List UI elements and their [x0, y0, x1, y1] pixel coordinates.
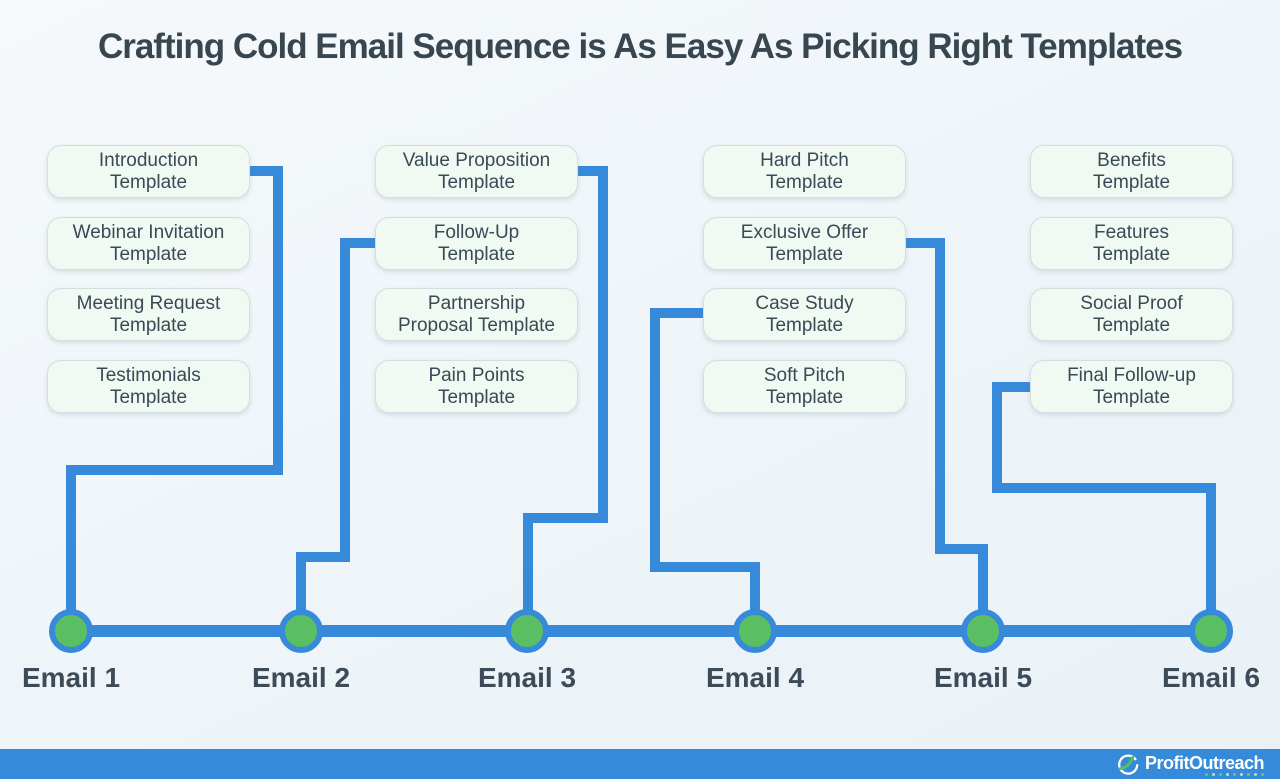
template-label: Proposal Template [397, 314, 556, 336]
template-label: Benefits [1097, 149, 1166, 171]
timeline-node-email-2 [279, 609, 323, 653]
template-box-value-proposition: Value Proposition Template [375, 145, 578, 198]
template-label: Introduction [98, 149, 199, 171]
template-label: Final Follow-up [1067, 364, 1196, 386]
template-box-webinar-invitation: Webinar Invitation Template [47, 217, 250, 270]
footer-bar: ProfitOutreach [0, 749, 1280, 779]
template-label: Template [765, 314, 844, 336]
template-label: Case Study [755, 292, 854, 314]
brand-name: ProfitOutreach [1144, 752, 1265, 773]
template-label: Exclusive Offer [740, 221, 869, 243]
timeline-label-email-1: Email 1 [21, 662, 121, 693]
template-label: Template [1092, 314, 1171, 336]
template-label: Template [765, 386, 844, 408]
timeline-node-email-3 [505, 609, 549, 653]
brand-logo: ProfitOutreach [1116, 749, 1265, 779]
template-label: Template [437, 243, 516, 265]
template-box-benefits: Benefits Template [1030, 145, 1233, 198]
timeline-label-email-2: Email 2 [251, 662, 351, 693]
template-box-partnership-proposal: Partnership Proposal Template [375, 288, 578, 341]
template-box-social-proof: Social Proof Template [1030, 288, 1233, 341]
template-label: Template [109, 314, 188, 336]
template-label: Template [437, 386, 516, 408]
template-label: Meeting Request [76, 292, 221, 314]
page-title: Crafting Cold Email Sequence is As Easy … [97, 27, 1183, 66]
template-box-pain-points: Pain Points Template [375, 360, 578, 413]
template-label: Pain Points [428, 364, 525, 386]
profitoutreach-logo-icon [1118, 754, 1139, 775]
template-box-exclusive-offer: Exclusive Offer Template [703, 217, 906, 270]
template-label: Social Proof [1080, 292, 1183, 314]
template-label: Template [109, 171, 188, 193]
template-label: Features [1094, 221, 1169, 243]
connector-email-6 [992, 382, 1216, 631]
template-label: Template [1092, 243, 1171, 265]
timeline-label-email-5: Email 5 [933, 662, 1033, 693]
template-box-soft-pitch: Soft Pitch Template [703, 360, 906, 413]
timeline-node-email-4 [733, 609, 777, 653]
template-box-meeting-request: Meeting Request Template [47, 288, 250, 341]
brand-dots-decoration [1205, 773, 1264, 776]
template-label: Hard Pitch [760, 149, 849, 171]
template-box-testimonials: Testimonials Template [47, 360, 250, 413]
template-box-follow-up: Follow-Up Template [375, 217, 578, 270]
template-label: Template [109, 386, 188, 408]
template-box-case-study: Case Study Template [703, 288, 906, 341]
template-label: Template [437, 171, 516, 193]
timeline-label-email-4: Email 4 [705, 662, 805, 693]
timeline-node-email-5 [961, 609, 1005, 653]
connector-email-2 [296, 238, 380, 631]
template-box-hard-pitch: Hard Pitch Template [703, 145, 906, 198]
connector-email-1 [66, 166, 283, 631]
template-box-features: Features Template [1030, 217, 1233, 270]
template-label: Testimonials [96, 364, 201, 386]
template-label: Template [109, 243, 188, 265]
connector-email-4 [650, 308, 760, 631]
template-label: Partnership [427, 292, 526, 314]
timeline-node-email-6 [1189, 609, 1233, 653]
timeline-label-email-3: Email 3 [477, 662, 577, 693]
template-label: Template [1092, 171, 1171, 193]
connector-email-5 [900, 238, 988, 631]
timeline-node-email-1 [49, 609, 93, 653]
template-box-introduction: Introduction Template [47, 145, 250, 198]
template-label: Value Proposition [402, 149, 551, 171]
template-label: Follow-Up [433, 221, 520, 243]
template-label: Soft Pitch [763, 364, 846, 386]
template-box-final-follow-up: Final Follow-up Template [1030, 360, 1233, 413]
timeline-label-email-6: Email 6 [1161, 662, 1261, 693]
connector-email-3 [523, 166, 608, 631]
template-label: Template [1092, 386, 1171, 408]
template-label: Webinar Invitation [72, 221, 225, 243]
template-label: Template [765, 243, 844, 265]
template-label: Template [765, 171, 844, 193]
